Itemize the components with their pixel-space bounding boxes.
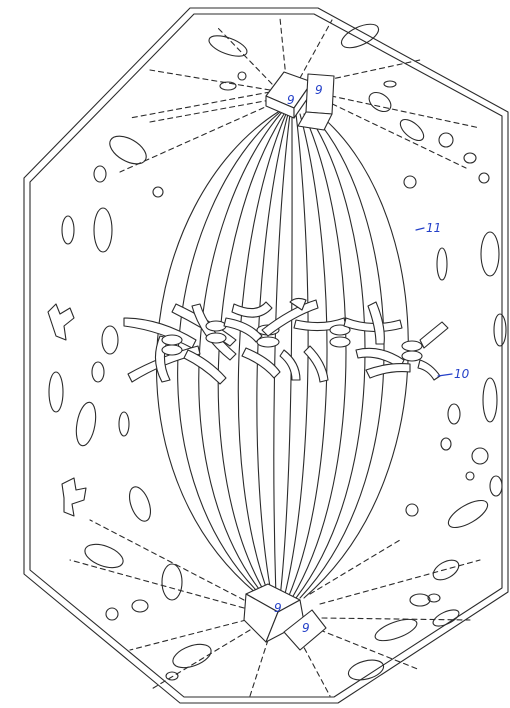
label-centriole-top-right: 9 <box>315 83 323 97</box>
metaphase-chromosomes <box>124 298 448 384</box>
centrioles-top <box>266 72 334 130</box>
leader-line-11 <box>416 228 424 230</box>
label-metaphase-plate: 10 <box>454 367 470 381</box>
label-centriole-top-left: 9 <box>287 93 295 107</box>
centrioles-bottom <box>244 584 326 650</box>
label-centriole-bottom-right: 9 <box>302 621 310 635</box>
leader-line-10 <box>438 374 452 376</box>
label-centriole-bottom-left: 9 <box>274 601 282 615</box>
label-spindle: 11 <box>426 221 441 235</box>
